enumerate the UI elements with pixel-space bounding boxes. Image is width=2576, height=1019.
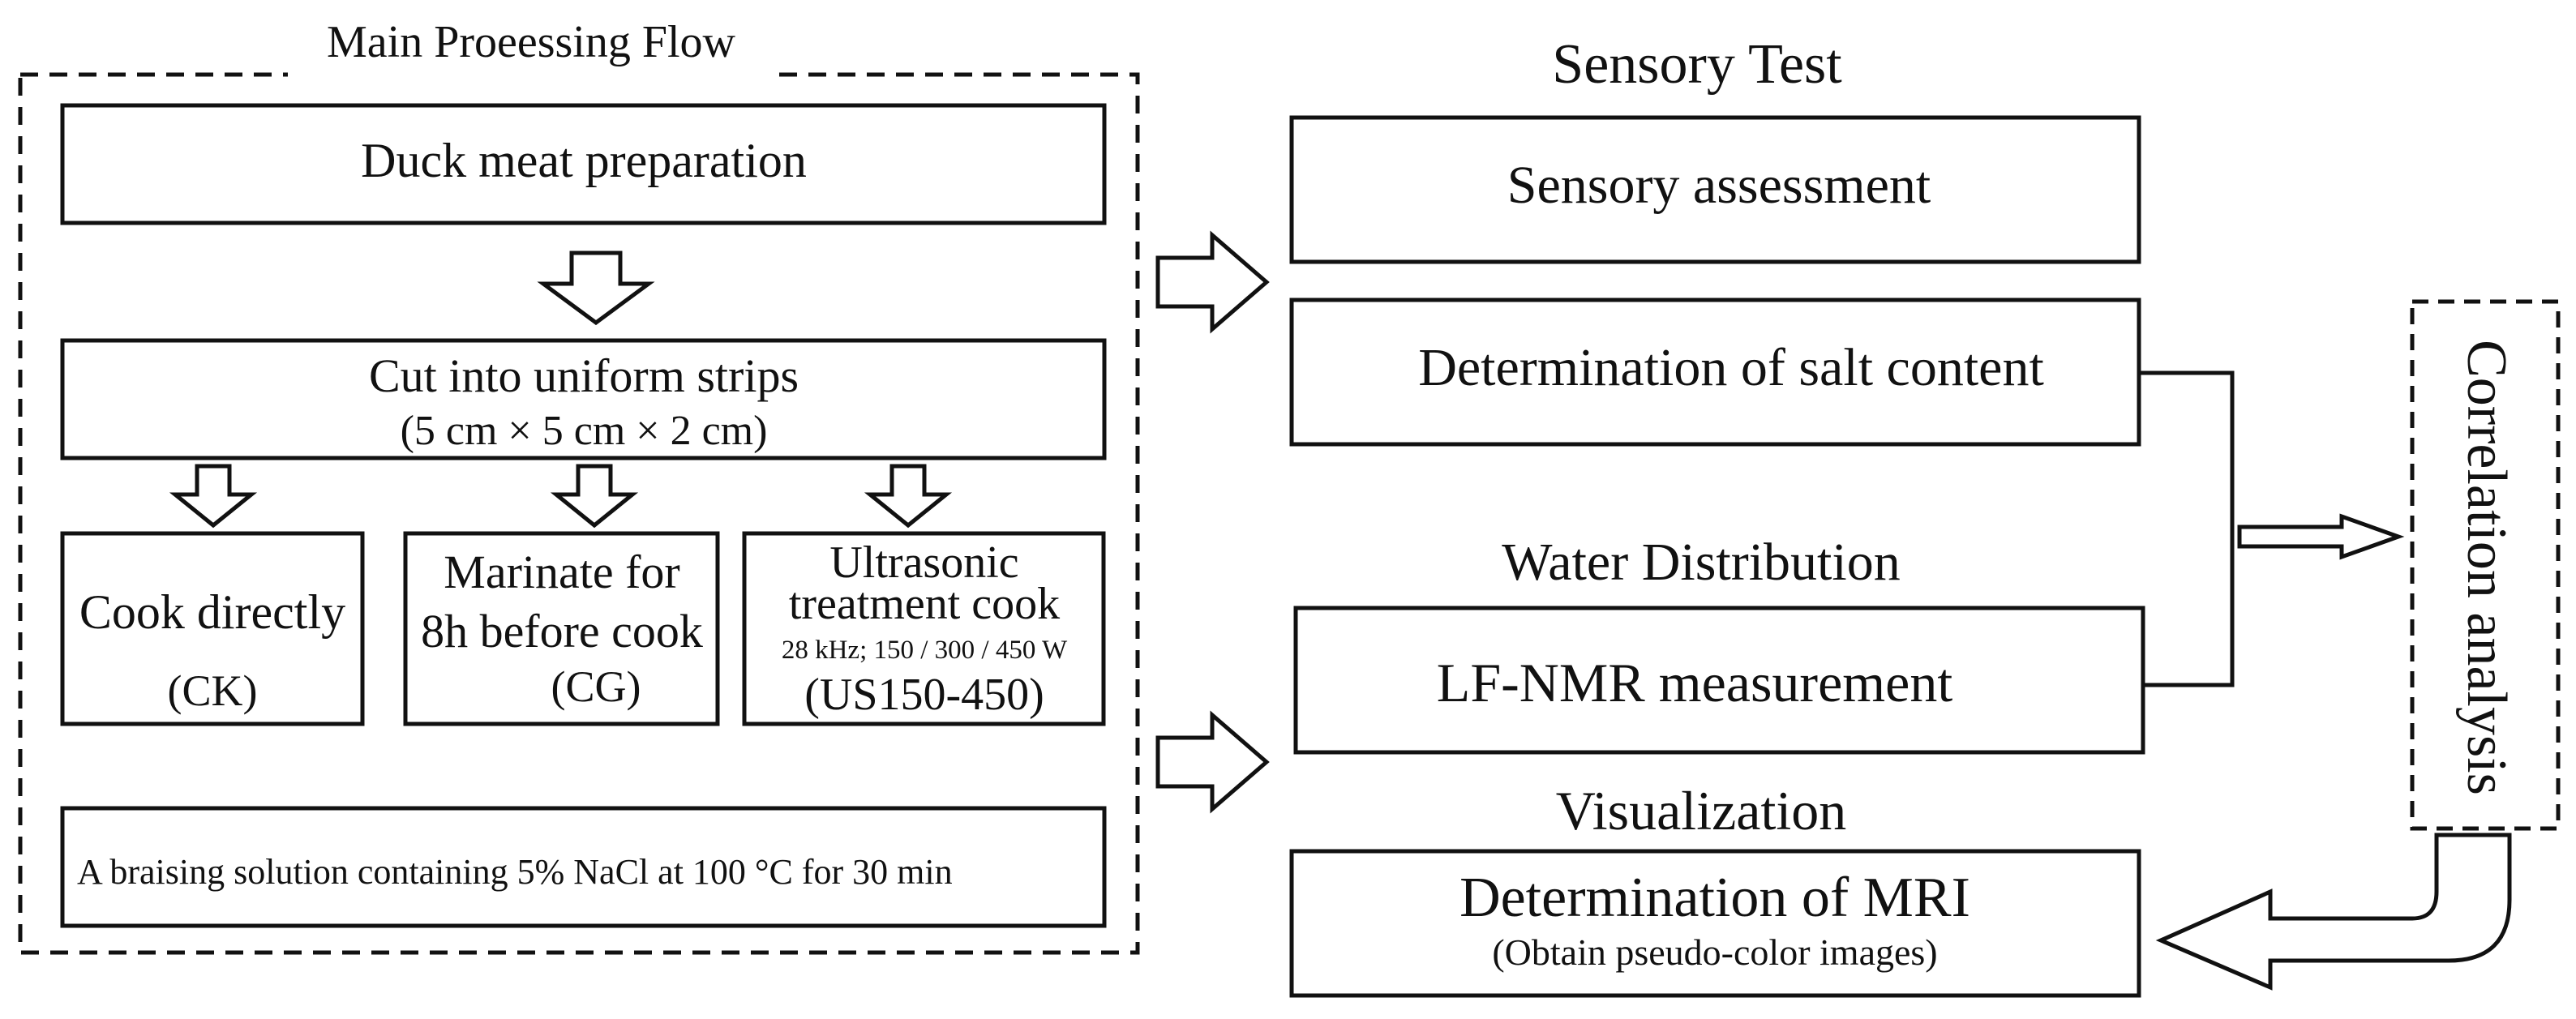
strip-dimensions-label: (5 cm × 5 cm × 2 cm) bbox=[401, 408, 768, 454]
correlation-analysis-label: Correlation analysis bbox=[2455, 340, 2518, 795]
braising-label: A braising solution containing 5% NaCl a… bbox=[77, 852, 953, 892]
lf-nmr-box bbox=[1293, 606, 2145, 755]
sensory-test-title: Sensory Test bbox=[1552, 33, 1842, 96]
marinate-label-line1: Marinate for bbox=[444, 546, 679, 598]
cut-strips-box bbox=[60, 338, 1107, 460]
mri-sublabel: (Obtain pseudo-color images) bbox=[1492, 931, 1937, 973]
visualization-section: Visualization Determination of MRI (Obta… bbox=[1289, 780, 2141, 998]
down-arrow-icon bbox=[864, 464, 953, 529]
duck-meat-preparation-box bbox=[60, 103, 1107, 225]
ultrasonic-label-line2: treatment cook bbox=[789, 579, 1060, 629]
cg-code: (CG) bbox=[551, 662, 641, 711]
ultrasonic-label-line1: Ultrasonic bbox=[829, 537, 1018, 588]
cook-directly-box bbox=[60, 531, 365, 726]
braising-box bbox=[60, 806, 1107, 928]
merge-bracket-connector bbox=[2141, 370, 2235, 687]
correlation-dashed-box bbox=[2410, 299, 2561, 831]
title-background bbox=[288, 49, 774, 97]
duck-meat-preparation-label: Duck meat preparation bbox=[361, 134, 807, 187]
mri-label: Determination of MRI bbox=[1459, 867, 1970, 929]
marinate-box bbox=[403, 531, 720, 726]
salt-content-label: Determination of salt content bbox=[1418, 338, 2044, 397]
ck-code: (CK) bbox=[168, 666, 258, 715]
return-arrow-icon bbox=[2155, 833, 2512, 991]
mri-box bbox=[1289, 849, 2141, 998]
water-distribution-title: Water Distribution bbox=[1502, 533, 1900, 592]
lf-nmr-label: LF-NMR measurement bbox=[1437, 652, 1953, 713]
marinate-label-line2: 8h before cook bbox=[421, 605, 703, 657]
correlation-analysis-section: Correlation analysis bbox=[2410, 299, 2561, 831]
us-code: (US150-450) bbox=[804, 670, 1044, 720]
down-arrow-icon bbox=[537, 250, 655, 326]
salt-content-box bbox=[1289, 298, 2141, 447]
down-arrow-icon bbox=[550, 464, 639, 529]
cut-strips-label: Cut into uniform strips bbox=[369, 349, 799, 402]
sensory-assessment-box bbox=[1289, 115, 2141, 264]
sensory-test-section: Sensory Test Sensory assessment Determin… bbox=[1289, 33, 2141, 447]
main-flow-title: Main Proeessing Flow bbox=[327, 17, 736, 67]
cook-directly-label: Cook directly bbox=[79, 585, 345, 639]
down-arrow-icon bbox=[169, 464, 258, 529]
main-processing-flow: Main Proeessing Flow Duck meat preparati… bbox=[18, 17, 1140, 955]
visualization-title: Visualization bbox=[1556, 780, 1847, 841]
right-arrow-icon bbox=[1155, 710, 1270, 814]
right-arrow-icon bbox=[1155, 230, 1270, 334]
water-distribution-section: Water Distribution LF-NMR measurement bbox=[1293, 533, 2145, 755]
double-line-arrow-icon bbox=[2237, 513, 2405, 560]
sensory-assessment-label: Sensory assessment bbox=[1507, 156, 1931, 215]
ultrasonic-box bbox=[742, 531, 1106, 726]
ultrasonic-params: 28 kHz; 150 / 300 / 450 W bbox=[782, 636, 1068, 665]
